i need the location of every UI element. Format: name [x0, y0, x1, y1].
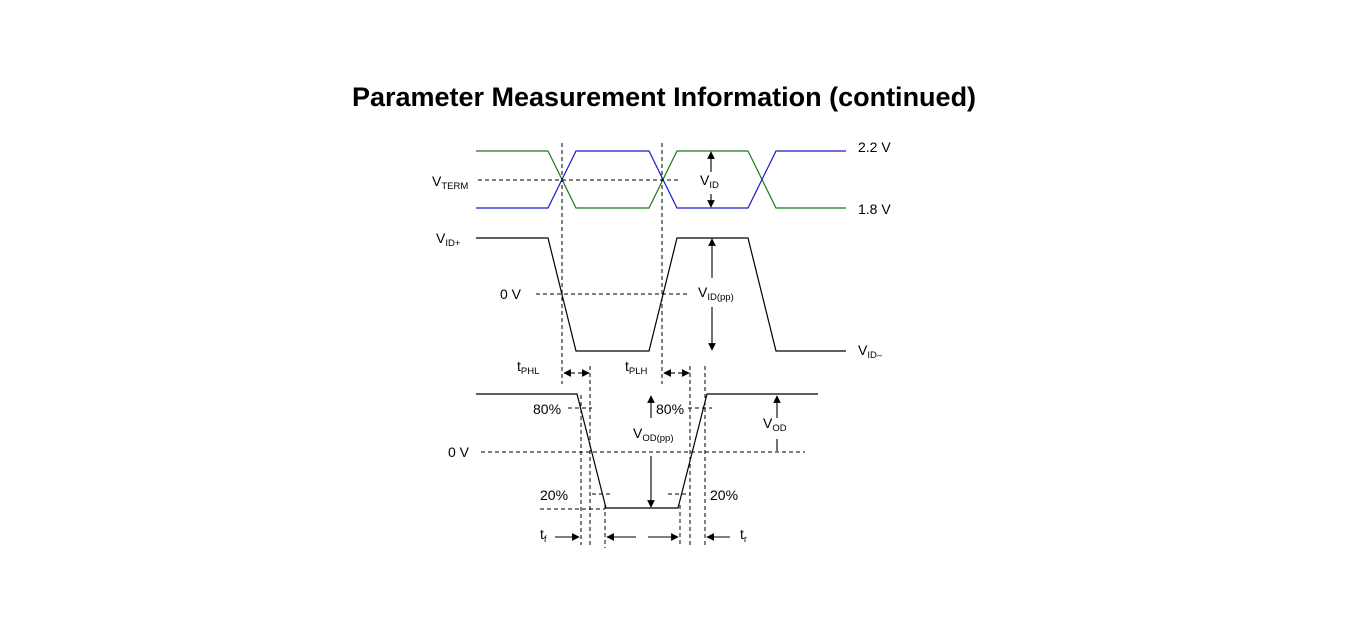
tf-label: tf	[540, 526, 547, 545]
differential-input-waveform	[476, 237, 846, 352]
zero-v-bottom-label: 0 V	[448, 444, 470, 460]
p20-right-label: 20%	[710, 487, 738, 503]
voltage-2v2-label: 2.2 V	[858, 139, 891, 155]
voltage-1v8-label: 1.8 V	[858, 201, 891, 217]
diagram-title: Parameter Measurement Information (conti…	[351, 82, 977, 112]
vid-minus-label: VID–	[858, 342, 883, 361]
vid-pp-label: VID(pp)	[698, 284, 734, 303]
tphl-label: tPHL	[517, 358, 539, 377]
p80-right-label: 80%	[656, 401, 684, 417]
zero-v-mid-label: 0 V	[500, 286, 522, 302]
vid-label: VID	[700, 172, 719, 191]
vid-plus-label: VID+	[436, 230, 461, 249]
vterm-label: VTERM	[432, 173, 468, 192]
p80-left-label: 80%	[533, 401, 561, 417]
p20-left-label: 20%	[540, 487, 568, 503]
tplh-label: tPLH	[625, 358, 648, 377]
vod-pp-label: VOD(pp)	[633, 425, 674, 444]
output-waveform	[476, 393, 818, 509]
vod-label: VOD	[763, 415, 787, 434]
tr-label: tr	[740, 526, 747, 545]
